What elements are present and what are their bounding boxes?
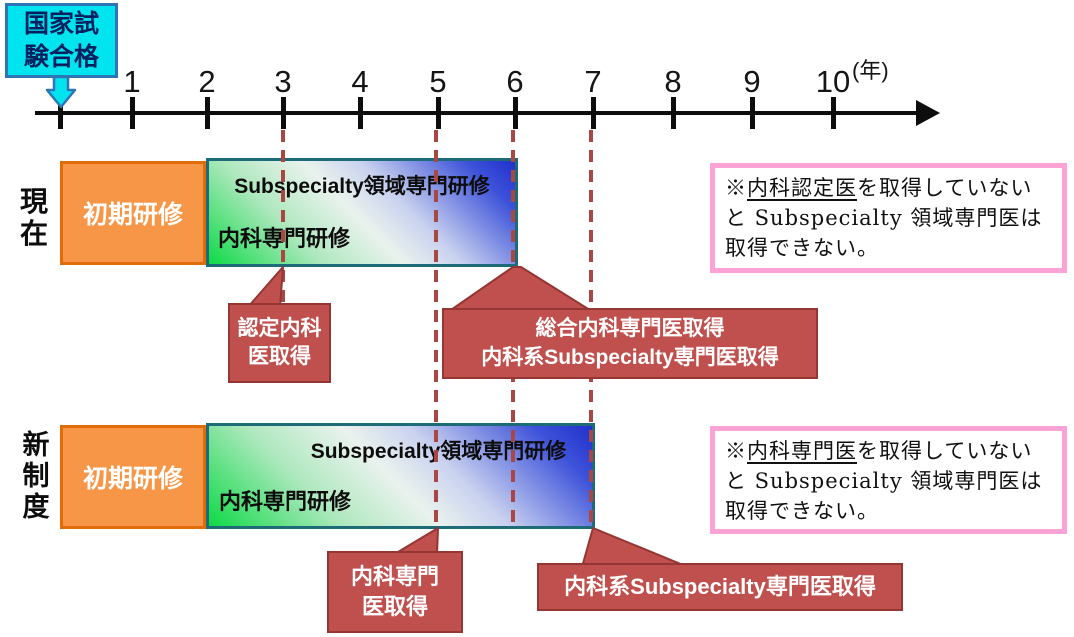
current-initial-training-label: 初期研修 <box>82 201 183 229</box>
callout-internal-specialist-line1: 内科専門 <box>350 564 439 590</box>
axis-tick-5 <box>436 97 441 129</box>
current-specialty-training-box: Subspecialty領域専門研修 内科専門研修 <box>206 158 518 267</box>
note-current-underlined: 内科認定医 <box>747 176 857 200</box>
pointer-general-internist <box>447 266 594 313</box>
callout-certified-internist-line2: 医取得 <box>248 345 311 368</box>
note-current-system: ※内科認定医を取得していないと Subspecialty 領域専門医は取得できな… <box>710 163 1067 273</box>
callout-general-internist-line2: 内科系Subspecialty専門医取得 <box>481 345 779 369</box>
callout-internal-specialist: 内科専門 医取得 <box>327 551 463 633</box>
axis-tick-10 <box>831 97 836 129</box>
axis-tick-1 <box>130 97 135 129</box>
axis-label-6: 6 <box>506 64 524 99</box>
exam-down-arrow-icon <box>45 76 77 109</box>
axis-tick-6 <box>513 97 518 129</box>
new-subspecialty-label: Subspecialty領域専門研修 <box>310 440 567 463</box>
callout-internal-specialist-line2: 医取得 <box>361 594 428 619</box>
axis-tick-8 <box>671 97 676 129</box>
axis-tick-9 <box>750 97 755 129</box>
callout-general-internist: 総合内科専門医取得 内科系Subspecialty専門医取得 <box>442 308 818 379</box>
current-subspecialty-label: Subspecialty領域専門研修 <box>234 175 490 198</box>
note-current-prefix: ※ <box>725 176 747 200</box>
callout-certified-internist-line1: 認定内科 <box>237 316 322 340</box>
note-current-rest: を取得していないと Subspecialty 領域専門医は取得できない。 <box>725 176 1043 260</box>
pointer-subspecialty-specialist <box>581 527 689 568</box>
callout-subspecialty-specialist-line1: 内科系Subspecialty専門医取得 <box>564 574 876 600</box>
axis-label-2: 2 <box>198 64 216 99</box>
note-new-underlined: 内科専門医 <box>747 439 857 463</box>
callout-subspecialty-specialist: 内科系Subspecialty専門医取得 <box>537 563 903 611</box>
axis-tick-3 <box>281 97 286 129</box>
axis-tick-4 <box>358 97 363 129</box>
axis-arrowhead-icon <box>916 100 940 126</box>
axis-label-10: 10 <box>815 64 851 99</box>
axis-label-7: 7 <box>584 64 602 99</box>
axis-label-4: 4 <box>351 64 369 99</box>
axis-label-3: 3 <box>274 64 292 99</box>
callout-general-internist-line1: 総合内科専門医取得 <box>535 317 725 341</box>
milestone-line-year5 <box>434 130 438 551</box>
note-new-system: ※内科専門医を取得していないと Subspecialty 領域専門医は取得できな… <box>710 426 1067 534</box>
current-initial-training-box: 初期研修 <box>60 161 206 265</box>
row-label-current: 現 在 <box>19 186 48 250</box>
axis-label-5: 5 <box>429 64 447 99</box>
axis-label-1: 1 <box>123 64 141 99</box>
callout-certified-internist: 認定内科 医取得 <box>228 303 331 383</box>
milestone-line-year3 <box>281 130 285 306</box>
new-internal-label: 内科専門研修 <box>219 489 352 514</box>
row-label-new-system: 新 制 度 <box>22 430 50 523</box>
note-new-prefix: ※ <box>725 439 747 463</box>
new-specialty-training-box: Subspecialty領域専門研修 内科専門研修 <box>206 423 595 529</box>
axis-label-8: 8 <box>664 64 682 99</box>
axis-label-9: 9 <box>743 64 761 99</box>
pointer-certified-internist <box>247 266 284 308</box>
new-initial-training-box: 初期研修 <box>60 425 206 529</box>
note-new-rest: を取得していないと Subspecialty 領域専門医は取得できない。 <box>725 439 1043 523</box>
axis-tick-7 <box>591 97 596 129</box>
new-initial-training-label: 初期研修 <box>82 465 183 493</box>
axis-tick-0 <box>58 97 63 129</box>
axis-unit-label: (年) <box>852 58 889 83</box>
national-exam-badge: 国家試 験合格 <box>5 3 118 78</box>
timeline-axis <box>35 111 919 115</box>
axis-tick-2 <box>205 97 210 129</box>
